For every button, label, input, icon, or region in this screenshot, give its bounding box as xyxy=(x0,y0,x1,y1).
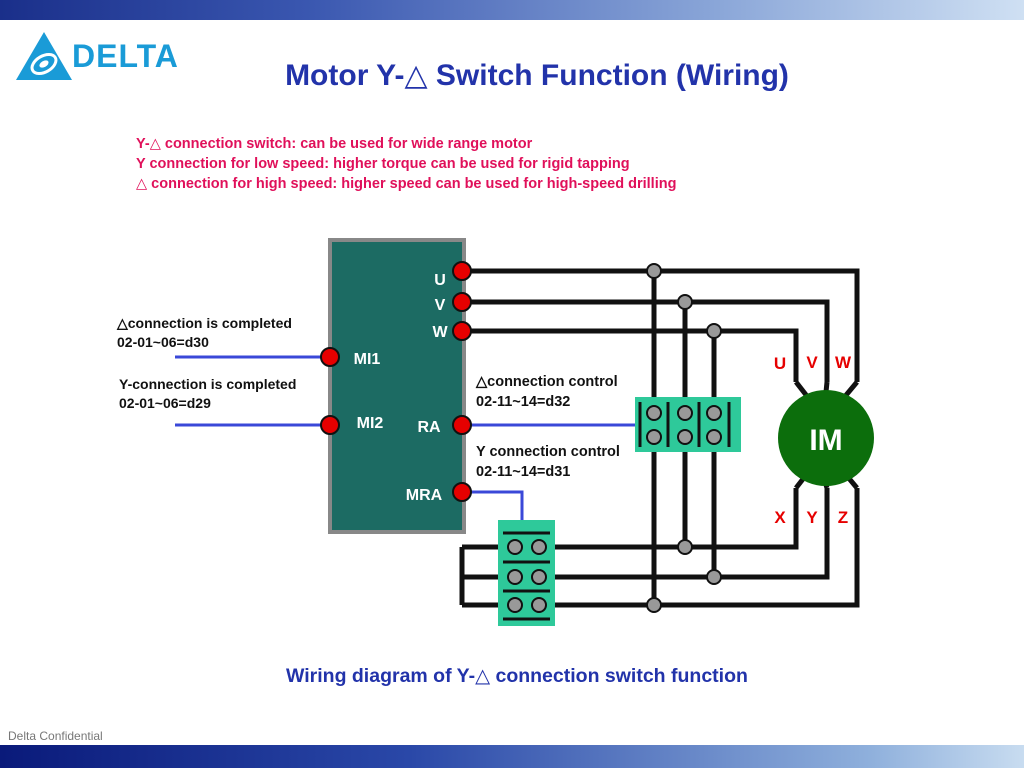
delta-control-label: △connection control xyxy=(475,374,618,390)
page-title: Motor Y-△ Switch Function (Wiring) xyxy=(285,59,789,92)
y-control-label: Y connection control xyxy=(476,444,620,460)
motor-terminal-y: Y xyxy=(806,508,818,527)
bottom-banner xyxy=(0,745,1024,768)
drive-label-mi1: MI1 xyxy=(354,351,381,368)
drive-label-mi2: MI2 xyxy=(357,415,384,432)
y-contactor-contacts xyxy=(507,539,547,613)
delta-contactor-bars xyxy=(638,402,731,447)
note-line-1: Y-△ connection switch: can be used for w… xyxy=(136,136,533,152)
delta-logo-text: DELTA xyxy=(72,38,179,74)
diagram-caption: Wiring diagram of Y-△ connection switch … xyxy=(286,665,748,687)
delta-completed-param: 02-01~06=d30 xyxy=(117,334,209,350)
drive-label-w: W xyxy=(432,324,448,341)
description-notes: Y-△ connection switch: can be used for w… xyxy=(136,134,676,194)
top-banner xyxy=(0,0,1024,20)
delta-completed-label: △connection is completed xyxy=(116,315,292,331)
delta-contactor-contacts xyxy=(646,405,722,445)
drive-label-mra: MRA xyxy=(406,487,443,504)
junction-dots xyxy=(646,263,722,613)
control-wires xyxy=(175,355,636,520)
motor-terminal-x: X xyxy=(774,508,786,527)
delta-logo xyxy=(16,32,72,80)
motor-terminal-u: U xyxy=(774,354,786,373)
y-control-param: 02-11~14=d31 xyxy=(476,464,570,480)
y-completed-param: 02-01~06=d29 xyxy=(119,395,211,411)
y-contactor-bars xyxy=(503,531,550,621)
motor-label: IM xyxy=(809,424,842,457)
footer-confidential: Delta Confidential xyxy=(8,729,103,743)
drive-label-v: V xyxy=(435,297,446,314)
drive-label-ra: RA xyxy=(417,419,441,436)
note-line-2: Y connection for low speed: higher torqu… xyxy=(136,156,630,172)
y-contactor xyxy=(498,520,555,626)
delta-control-param: 02-11~14=d32 xyxy=(476,394,570,410)
drive-body xyxy=(328,238,466,534)
y-completed-label: Y-connection is completed xyxy=(119,376,296,392)
motor-terminal-w: W xyxy=(835,353,852,372)
note-line-3: △ connection for high speed: higher spee… xyxy=(136,176,677,192)
drive-label-u: U xyxy=(434,272,446,289)
power-wires xyxy=(459,268,860,608)
motor-terminal-z: Z xyxy=(838,508,848,527)
drive-terminal-dots xyxy=(320,261,472,502)
motor-terminal-v: V xyxy=(806,353,818,372)
induction-motor xyxy=(778,390,874,486)
